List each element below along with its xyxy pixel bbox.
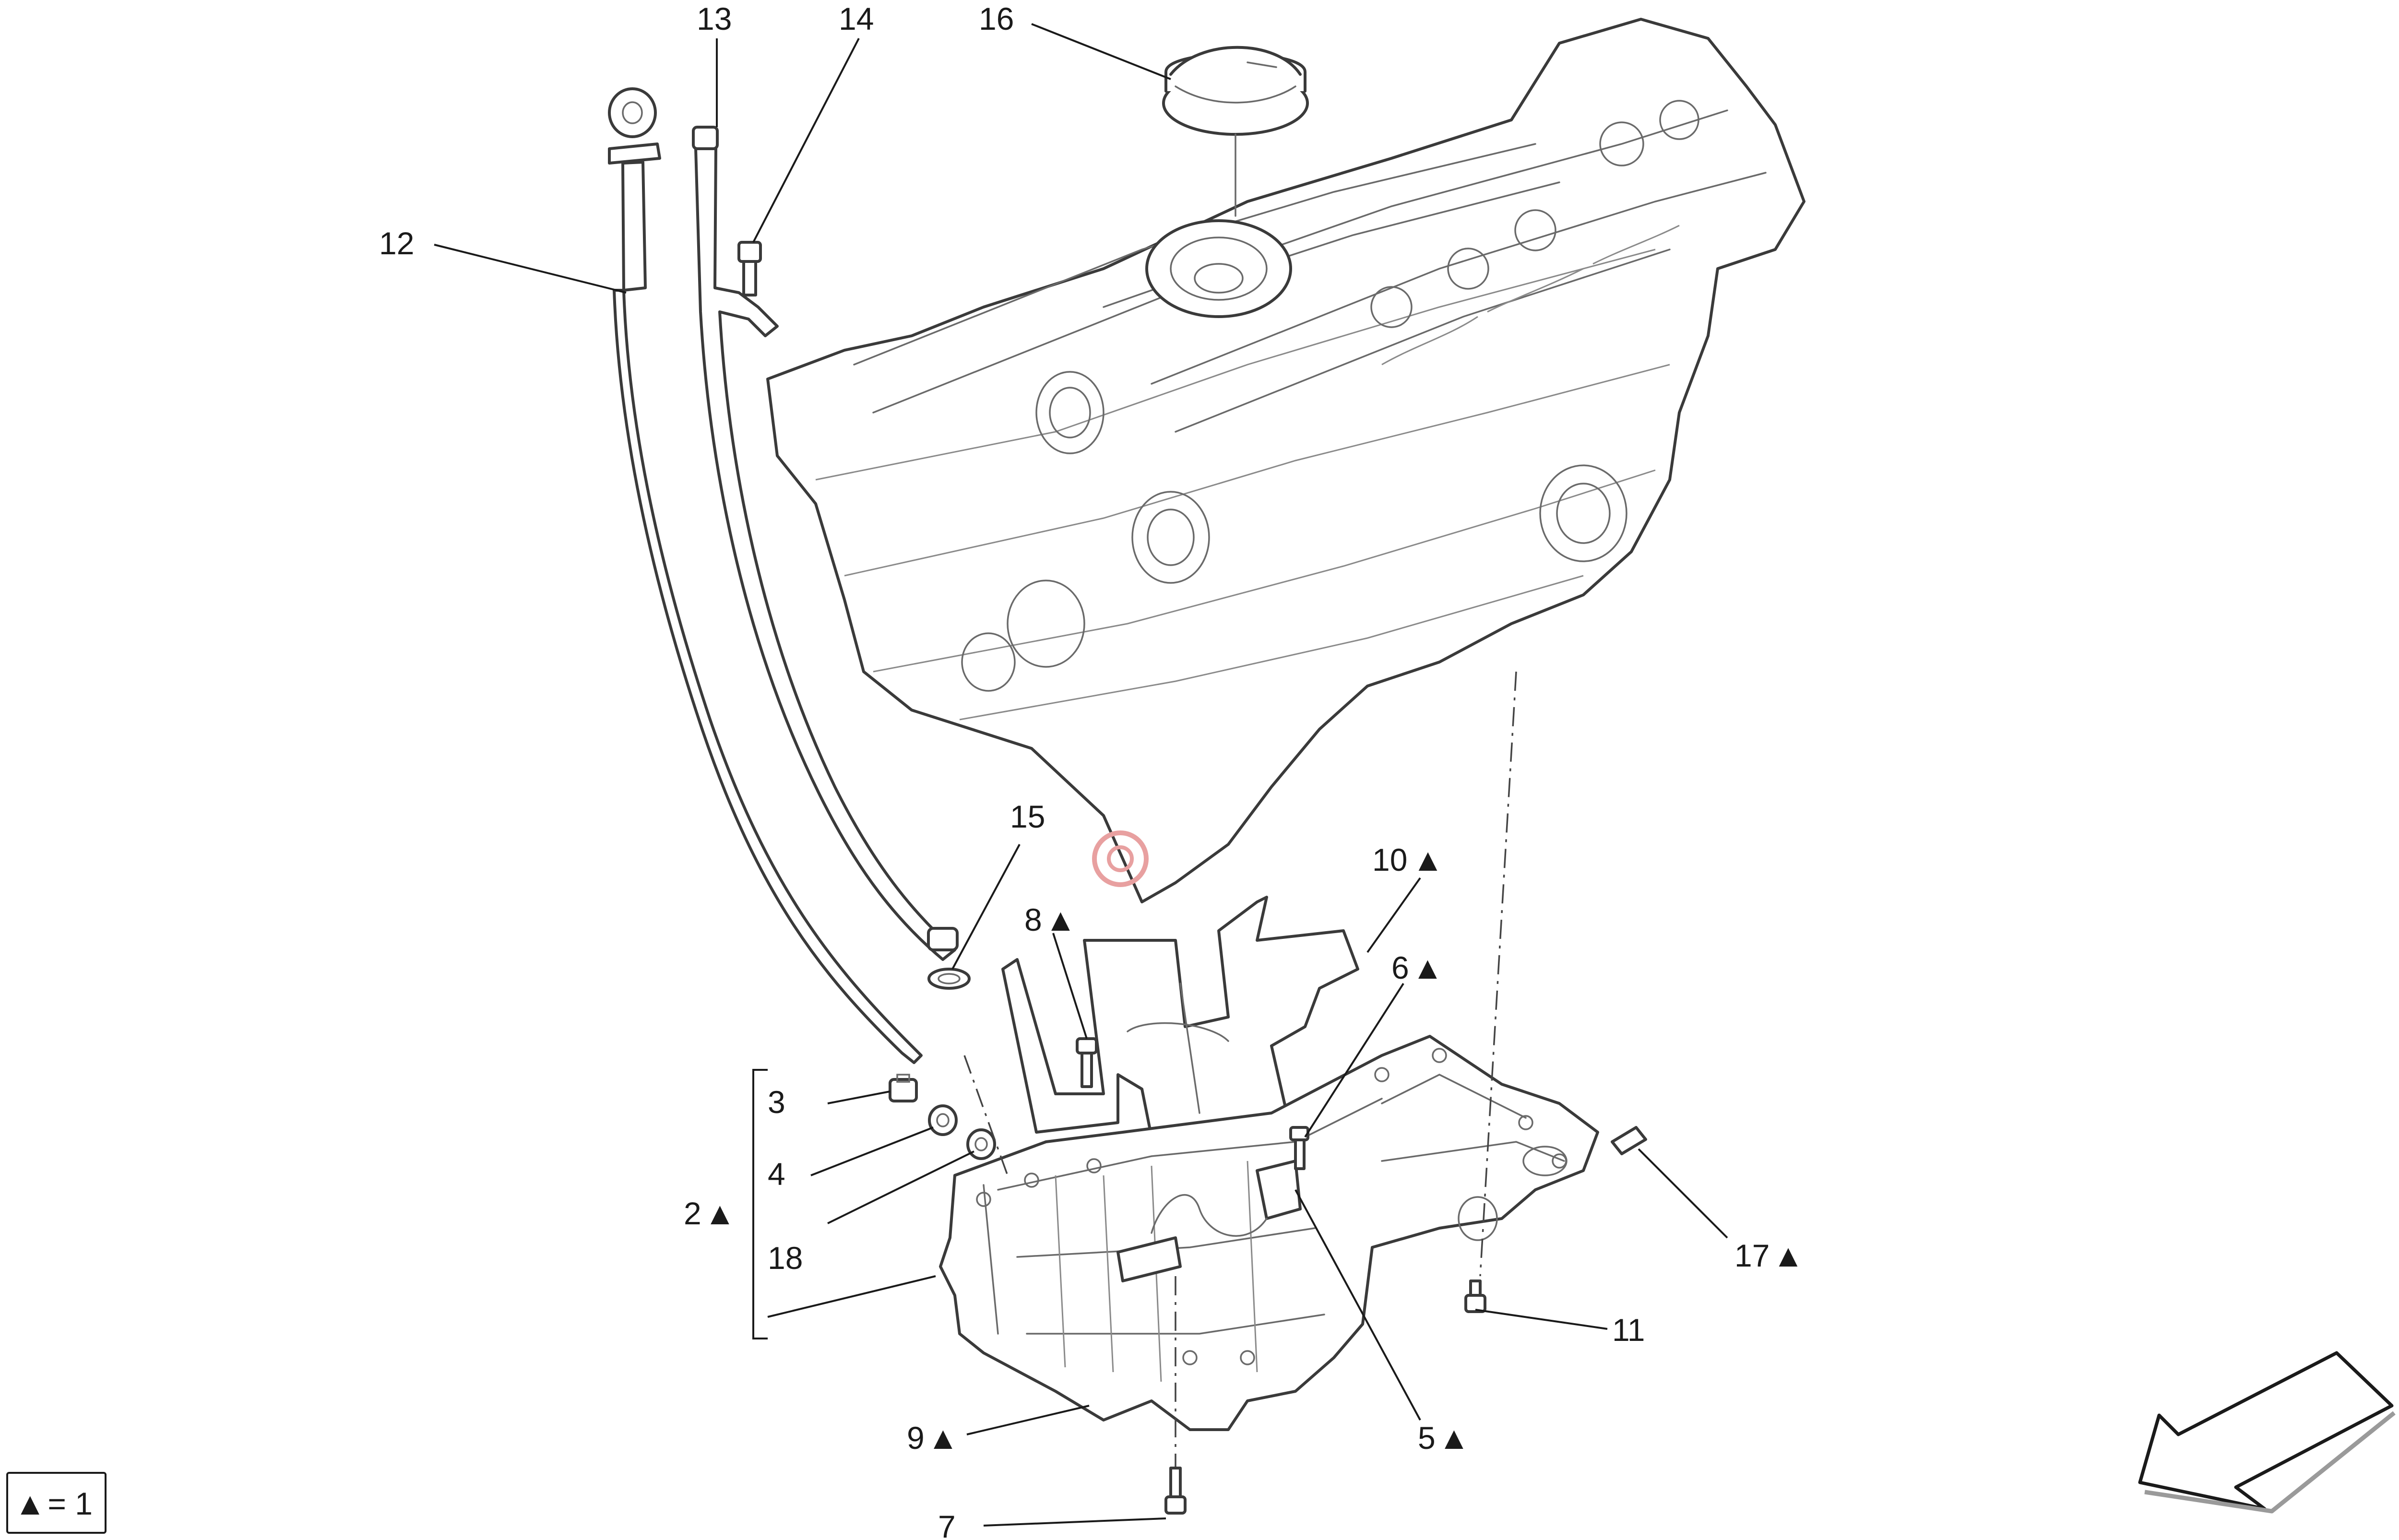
- oil-pan: [939, 1035, 1599, 1431]
- leader-lines: [434, 23, 1728, 1527]
- engine-block: [766, 18, 1805, 903]
- group-bracket: [752, 1069, 768, 1339]
- label-6: 6▲: [1391, 950, 1443, 985]
- drain-seal: [966, 1128, 996, 1160]
- label-9: 9▲: [907, 1420, 959, 1456]
- legend: ▲= 1: [6, 1472, 107, 1534]
- drain-plug: [889, 1074, 918, 1102]
- screw-8: [1076, 1037, 1098, 1088]
- dipstick-tube: [692, 126, 959, 961]
- alignment-line: [1479, 671, 1517, 1277]
- o-ring: [927, 968, 971, 990]
- label-13: 13: [697, 1, 732, 36]
- label-4: 4: [768, 1156, 785, 1192]
- bracket-bolt: [737, 241, 762, 296]
- label-7: 7: [938, 1509, 956, 1540]
- label-12: 12: [379, 225, 414, 261]
- label-14: 14: [839, 1, 874, 36]
- drain-washer: [928, 1104, 958, 1136]
- bolt-11: [1464, 1279, 1486, 1313]
- label-15: 15: [1010, 799, 1045, 834]
- direction-arrow-icon: [2138, 1351, 2396, 1514]
- label-10: 10▲: [1372, 842, 1444, 877]
- label-11: 11: [1612, 1312, 1645, 1348]
- label-16: 16: [979, 1, 1014, 36]
- label-18: 18: [768, 1240, 803, 1276]
- dipstick: [608, 87, 923, 1064]
- bolt-7: [1164, 1276, 1187, 1515]
- alignment-line-tube: [963, 1055, 1009, 1176]
- legend-text: ▲= 1: [14, 1486, 93, 1521]
- label-8: 8▲: [1024, 902, 1076, 937]
- oil-filler-cap: [1162, 46, 1309, 217]
- part-labels: 2▲ 3 4 18 5▲ 6▲ 7 8▲ 9▲ 10▲ 11 12 13 14 …: [379, 1, 1804, 1540]
- label-17: 17▲: [1734, 1238, 1804, 1273]
- label-5: 5▲: [1418, 1420, 1470, 1456]
- label-3: 3: [768, 1084, 785, 1120]
- stud-17: [1611, 1126, 1647, 1155]
- watermark-logo: [1092, 830, 1149, 887]
- label-2: 2▲: [684, 1196, 736, 1231]
